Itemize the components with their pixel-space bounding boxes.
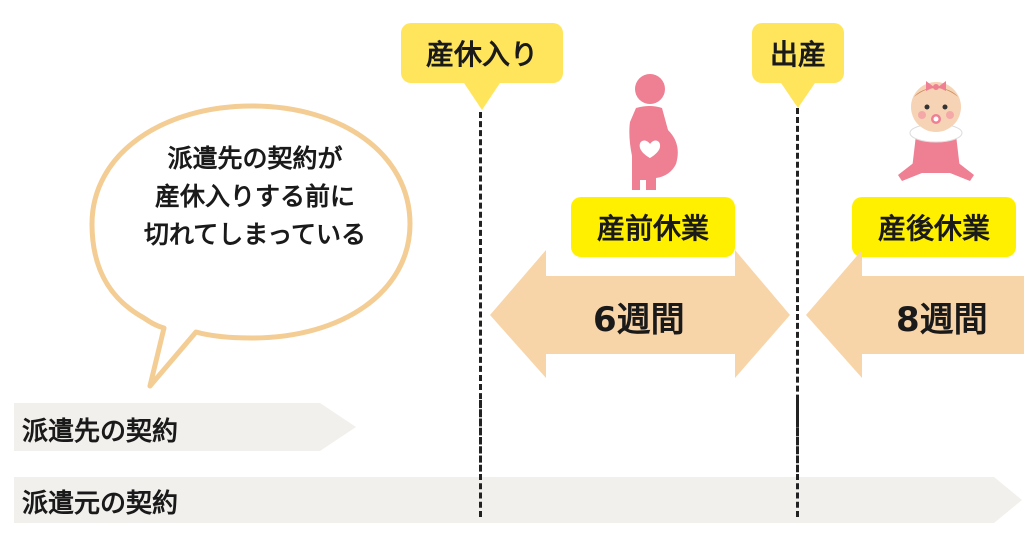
baby-icon: [898, 81, 974, 181]
birth-pointer: [779, 80, 817, 108]
client-contract-bar: [14, 403, 356, 451]
agency-contract-label: 派遣元の契約: [22, 489, 179, 519]
postnatal-weeks: 8週間: [896, 300, 988, 340]
speech-bubble-text: 派遣先の契約が 産休入りする前に 切れてしまっている: [96, 140, 414, 254]
postnatal-period-arrow: [806, 250, 1024, 378]
speech-bubble: [89, 103, 413, 389]
postnatal-leave-text: 産後休業: [877, 212, 990, 245]
pregnant-woman-icon: [629, 74, 678, 190]
leave-start-line-overlay: [479, 400, 482, 517]
leave-start-label: 産休入り: [425, 38, 538, 71]
birth-line-overlay: [796, 400, 799, 517]
leave-start-pointer: [462, 80, 502, 110]
birth-label: 出産: [769, 38, 826, 71]
birth-line: [796, 108, 799, 517]
bubble-line-2: 産休入りする前に: [154, 182, 355, 211]
agency-contract-bar: [14, 477, 1022, 523]
client-contract-label: 派遣先の契約: [22, 417, 179, 447]
prenatal-leave-text: 産前休業: [596, 212, 709, 245]
bubble-line-1: 派遣先の契約が: [167, 144, 343, 173]
prenatal-leave-label: 産前休業: [571, 197, 735, 257]
bubble-line-3: 切れてしまっている: [143, 220, 366, 249]
prenatal-weeks: 6週間: [593, 300, 685, 340]
birth-marker: 出産: [752, 23, 844, 83]
prenatal-period-arrow: [490, 250, 790, 378]
leave-start-marker: 産休入り: [401, 23, 563, 83]
postnatal-leave-label: 産後休業: [852, 197, 1016, 257]
leave-start-line: [479, 112, 482, 517]
